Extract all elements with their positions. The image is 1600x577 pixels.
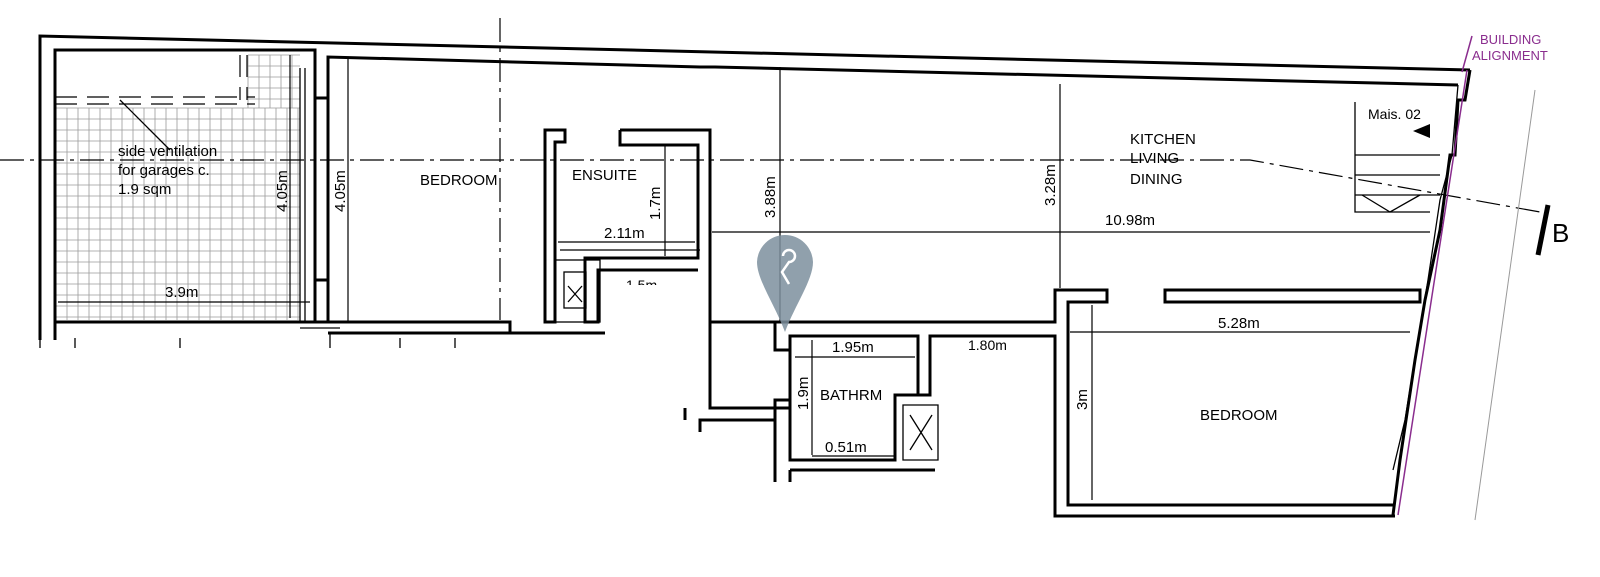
building-alignment-label2: ALIGNMENT xyxy=(1472,48,1548,63)
dim-hall-height: 3.88m xyxy=(762,176,779,218)
section-marker-label: B xyxy=(1552,218,1569,248)
dining-label: DINING xyxy=(1130,171,1183,188)
dim-partial-2: 1.80m xyxy=(968,337,1007,353)
dimension-lines xyxy=(58,55,1430,500)
bedroom-left-label: BEDROOM xyxy=(420,172,498,189)
ensuite-label: ENSUITE xyxy=(572,167,637,184)
dim-kitchen-width: 10.98m xyxy=(1105,212,1155,229)
dim-ensuite-height: 1.7m xyxy=(647,187,664,220)
section-line-b xyxy=(0,18,1551,320)
dim-kitchen-height: 3.28m xyxy=(1042,164,1059,206)
ventilation-note-line1: side ventilation xyxy=(118,143,217,160)
dim-bedroom-height: 4.05m xyxy=(332,170,349,212)
bottom-fragments xyxy=(39,327,456,348)
maisonette-label: Mais. 02 xyxy=(1368,106,1421,122)
dim-bath-height: 1.9m xyxy=(795,377,812,410)
garage-tile-grid xyxy=(55,54,300,320)
bathroom-walls xyxy=(683,288,1422,518)
dim-bedroom-right-height: 3m xyxy=(1074,389,1091,410)
dim-bedroom-right-width: 5.28m xyxy=(1218,315,1260,332)
dim-garage-width: 3.9m xyxy=(165,284,198,301)
dim-bath-width: 1.95m xyxy=(832,339,874,356)
location-marker-icon[interactable] xyxy=(757,235,813,332)
bedroom-right-label: BEDROOM xyxy=(1200,407,1278,424)
ventilation-note-line2: for garages c. xyxy=(118,162,210,179)
bathroom-label: BATHRM xyxy=(820,387,882,404)
bedroom-left-walls xyxy=(328,128,605,335)
dim-garage-height: 4.05m xyxy=(274,170,291,212)
ventilation-dashes xyxy=(55,96,255,105)
building-alignment xyxy=(1397,35,1536,521)
kitchen-label: KITCHEN xyxy=(1130,131,1196,148)
dim-bath-small: 0.51m xyxy=(825,439,867,456)
stair xyxy=(1354,102,1440,213)
dim-ensuite-width: 2.11m xyxy=(604,225,645,242)
dim-partial-1: 1.5m xyxy=(626,277,657,293)
ventilation-leader xyxy=(119,99,171,151)
living-label: LIVING xyxy=(1130,150,1179,167)
ventilation-note-line3: 1.9 sqm xyxy=(118,181,171,198)
maisonette-arrow-icon xyxy=(1413,124,1430,138)
building-alignment-label1: BUILDING xyxy=(1480,32,1541,47)
ventilation-dashes-v xyxy=(239,55,248,100)
